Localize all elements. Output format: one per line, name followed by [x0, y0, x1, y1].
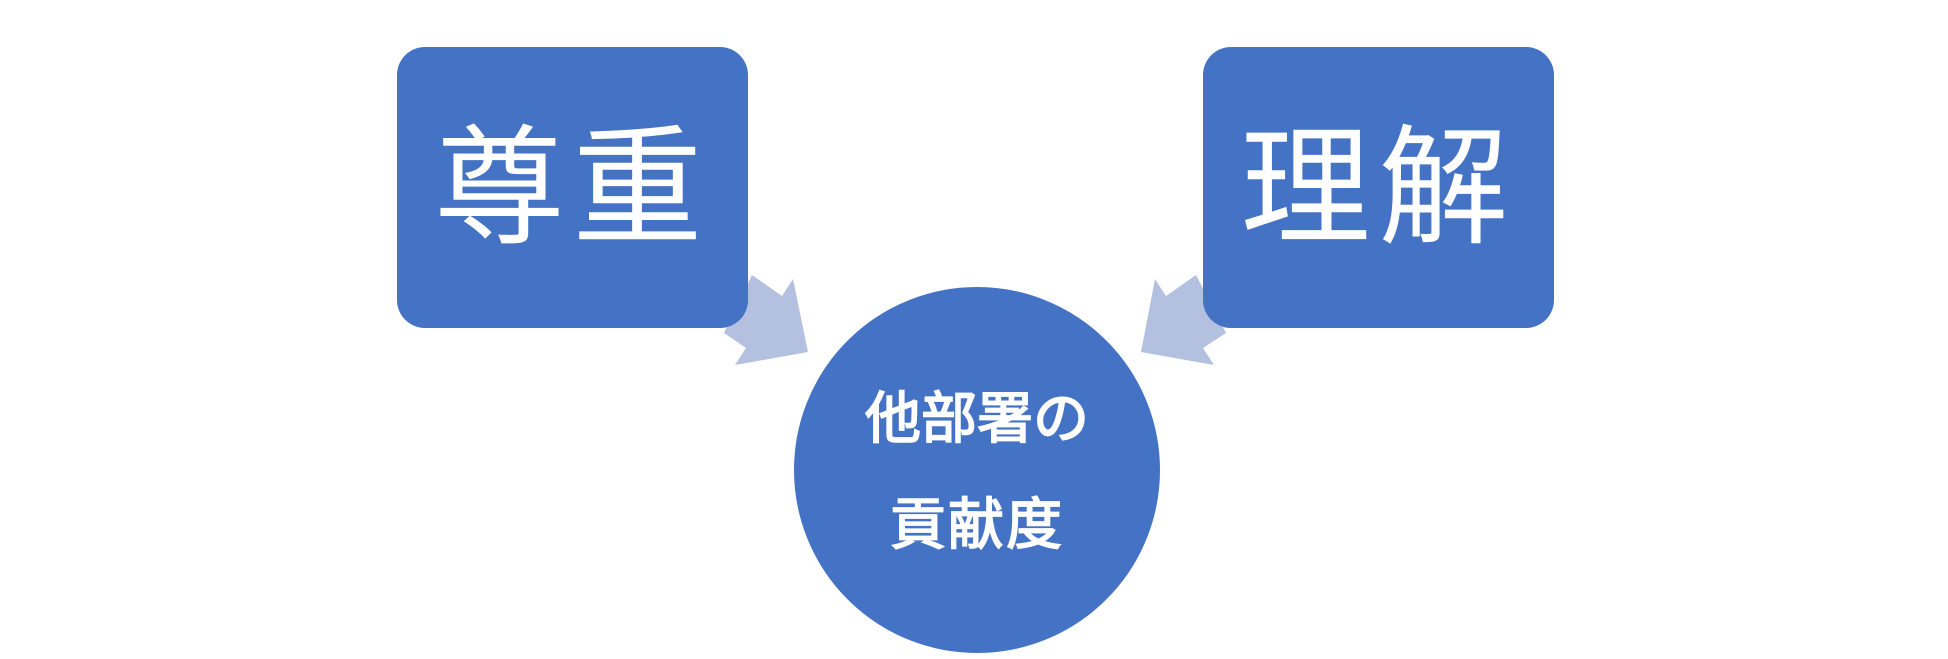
circle-label-line2: 貢献度 — [890, 493, 1064, 558]
circle-label-line1: 他部署の — [865, 387, 1089, 452]
understanding-box: 理解 — [1203, 47, 1554, 328]
respect-box: 尊重 — [397, 47, 748, 328]
contribution-circle: 他部署の 貢献度 — [791, 284, 1163, 656]
respect-label: 尊重 — [434, 111, 711, 264]
understanding-label: 理解 — [1240, 111, 1517, 264]
